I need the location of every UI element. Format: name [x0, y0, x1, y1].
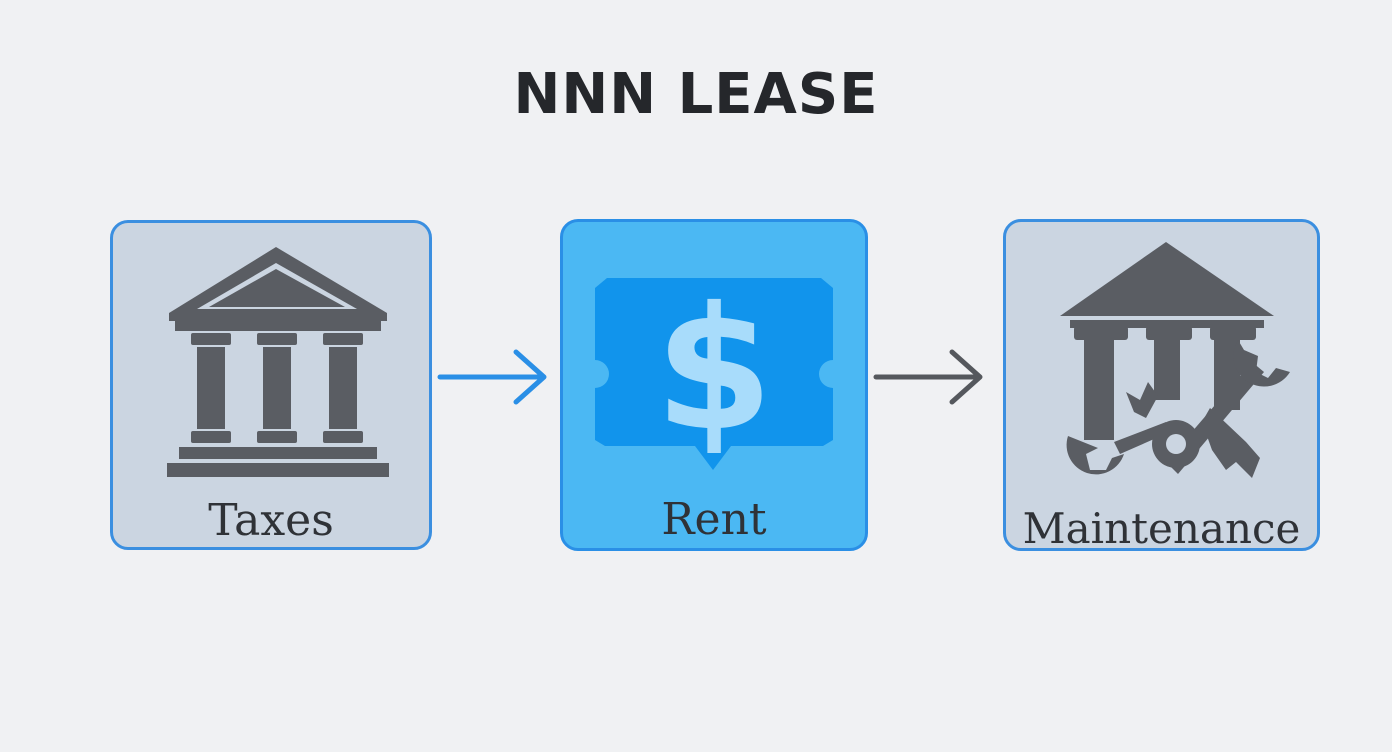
rent-label: Rent [661, 494, 767, 545]
diagram-title: NNN LEASE [513, 62, 879, 127]
taxes-label: Taxes [208, 495, 334, 546]
maintenance-card: Maintenance [1003, 219, 1320, 553]
bank-building-icon [167, 247, 389, 477]
arrow-right-icon [873, 349, 983, 405]
maintenance-label: Maintenance [1022, 504, 1301, 553]
svg-text:$: $ [655, 271, 773, 469]
arrow-right-icon [437, 349, 547, 405]
building-wrench-icon [1060, 242, 1290, 478]
dollar-ticket-icon: $ [595, 271, 833, 470]
rent-card: $ Rent [560, 219, 868, 551]
taxes-card: Taxes [110, 220, 432, 550]
